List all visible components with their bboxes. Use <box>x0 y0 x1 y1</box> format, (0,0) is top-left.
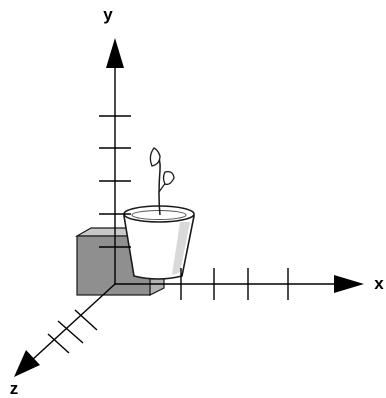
x-axis-label: x <box>374 274 384 293</box>
z-tick <box>47 333 70 354</box>
seedling-leaf-side <box>162 170 175 186</box>
z-axis: z <box>10 283 116 398</box>
pot-shadow <box>172 222 190 275</box>
x-axis-arrow-icon <box>334 275 364 293</box>
y-axis-arrow-icon <box>106 38 124 68</box>
z-axis-arrow-icon <box>14 350 40 377</box>
y-axis-ticks <box>99 115 131 248</box>
y-axis-label: y <box>103 5 113 24</box>
seedling-leaf-top <box>149 147 161 167</box>
z-axis-ticks <box>47 309 98 354</box>
x-axis: x <box>115 268 384 300</box>
z-tick <box>57 320 84 344</box>
z-axis-label: z <box>10 379 19 398</box>
z-tick <box>74 309 98 331</box>
seedling <box>149 147 175 216</box>
y-axis: y <box>99 5 131 284</box>
z-axis-line <box>31 283 116 361</box>
x-axis-ticks <box>180 268 289 300</box>
plant-pot <box>123 205 195 280</box>
